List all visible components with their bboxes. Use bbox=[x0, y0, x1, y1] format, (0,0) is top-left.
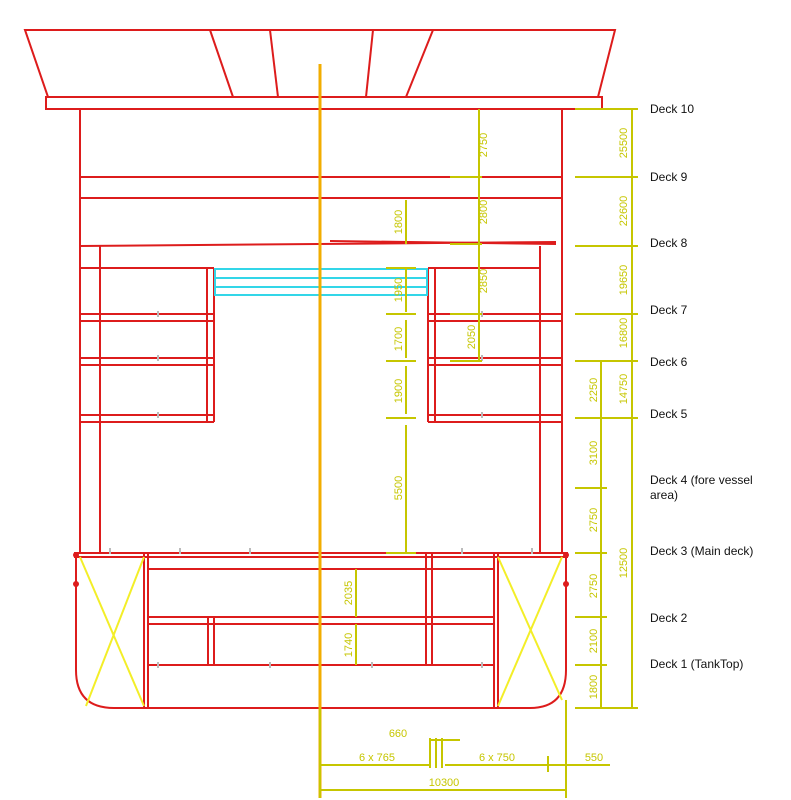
deck-end-cap bbox=[73, 552, 79, 558]
dim-value: 3100 bbox=[588, 441, 600, 465]
center-dimension-values: 2750 2800 2850 2050 1800 1950 1700 1900 … bbox=[343, 133, 490, 657]
dim-value: 2750 bbox=[478, 133, 490, 157]
brace-left bbox=[85, 556, 145, 707]
funnel-panel-line bbox=[209, 29, 234, 98]
deck-label: Deck 5 bbox=[650, 407, 688, 421]
dim-value: 2750 bbox=[588, 574, 600, 598]
dim-value: 22600 bbox=[618, 196, 630, 227]
dim-value: 10300 bbox=[429, 777, 460, 789]
hull bbox=[74, 552, 568, 709]
deck-label: Deck 9 bbox=[650, 170, 688, 184]
deck-label: Deck 1 (TankTop) bbox=[650, 657, 743, 671]
dim-value: 2250 bbox=[588, 378, 600, 402]
dim-value: 19650 bbox=[618, 265, 630, 296]
funnel-panel-line bbox=[365, 29, 374, 98]
brace-left bbox=[79, 556, 145, 707]
funnel-housing bbox=[23, 29, 617, 110]
dim-value: 6 x 765 bbox=[359, 752, 395, 764]
deck-end-cap bbox=[73, 581, 79, 587]
dim-value: 1900 bbox=[393, 379, 405, 403]
deck-label: Deck 3 (Main deck) bbox=[650, 544, 753, 558]
dim-value: 2750 bbox=[588, 508, 600, 532]
dim-value: 2800 bbox=[478, 200, 490, 224]
dim-value: 1950 bbox=[393, 278, 405, 302]
bottom-dimension-values: 660 6 x 765 6 x 750 550 10300 bbox=[359, 728, 603, 789]
dim-value: 14750 bbox=[618, 374, 630, 405]
right-dimension-columns bbox=[575, 108, 638, 709]
dim-value: 1800 bbox=[393, 210, 405, 234]
deck-label: Deck 8 bbox=[650, 236, 688, 250]
deck-label-continued: area) bbox=[650, 488, 678, 502]
deck-label: Deck 7 bbox=[650, 303, 688, 317]
dim-value: 2100 bbox=[588, 629, 600, 653]
funnel-panel-line bbox=[269, 29, 279, 98]
superstructure bbox=[79, 109, 563, 553]
funnel-panel-line bbox=[405, 29, 434, 98]
hull-outline bbox=[75, 553, 567, 709]
bottom-dimension-lines bbox=[319, 700, 610, 798]
deck-end-cap bbox=[563, 552, 569, 558]
dim-value: 6 x 750 bbox=[479, 752, 515, 764]
dim-value: 1800 bbox=[588, 675, 600, 699]
deck-label: Deck 6 bbox=[650, 355, 688, 369]
dim-value: 5500 bbox=[393, 476, 405, 500]
outer-dimension-values: 25500 22600 19650 16800 14750 12500 bbox=[618, 128, 630, 579]
dim-value: 12500 bbox=[618, 548, 630, 579]
deck-label: Deck 10 bbox=[650, 102, 694, 116]
dim-value: 1740 bbox=[343, 633, 355, 657]
deck-label: Deck 2 bbox=[650, 611, 688, 625]
deck10-roof bbox=[45, 96, 603, 110]
dim-value: 2035 bbox=[343, 581, 355, 605]
side-tank-bracing bbox=[79, 556, 563, 707]
dim-value: 660 bbox=[389, 728, 407, 740]
inner-dimension-values: 2250 3100 2750 2750 2100 1800 bbox=[588, 378, 600, 699]
center-dimension-chain bbox=[355, 109, 482, 665]
dim-value: 550 bbox=[585, 752, 603, 764]
dim-value: 2050 bbox=[466, 325, 478, 349]
deck-label: Deck 4 (fore vessel bbox=[650, 473, 753, 487]
deck-labels: Deck 10 Deck 9 Deck 8 Deck 7 Deck 6 Deck… bbox=[650, 102, 753, 671]
brace-right bbox=[497, 556, 563, 707]
brace-right bbox=[497, 556, 563, 701]
deck8-line bbox=[329, 240, 557, 245]
dim-value: 16800 bbox=[618, 318, 630, 349]
deck-end-cap bbox=[563, 581, 569, 587]
deck-end-caps bbox=[73, 552, 569, 587]
dim-value: 2850 bbox=[478, 269, 490, 293]
dim-value: 1700 bbox=[393, 327, 405, 351]
dim-value: 25500 bbox=[618, 128, 630, 159]
